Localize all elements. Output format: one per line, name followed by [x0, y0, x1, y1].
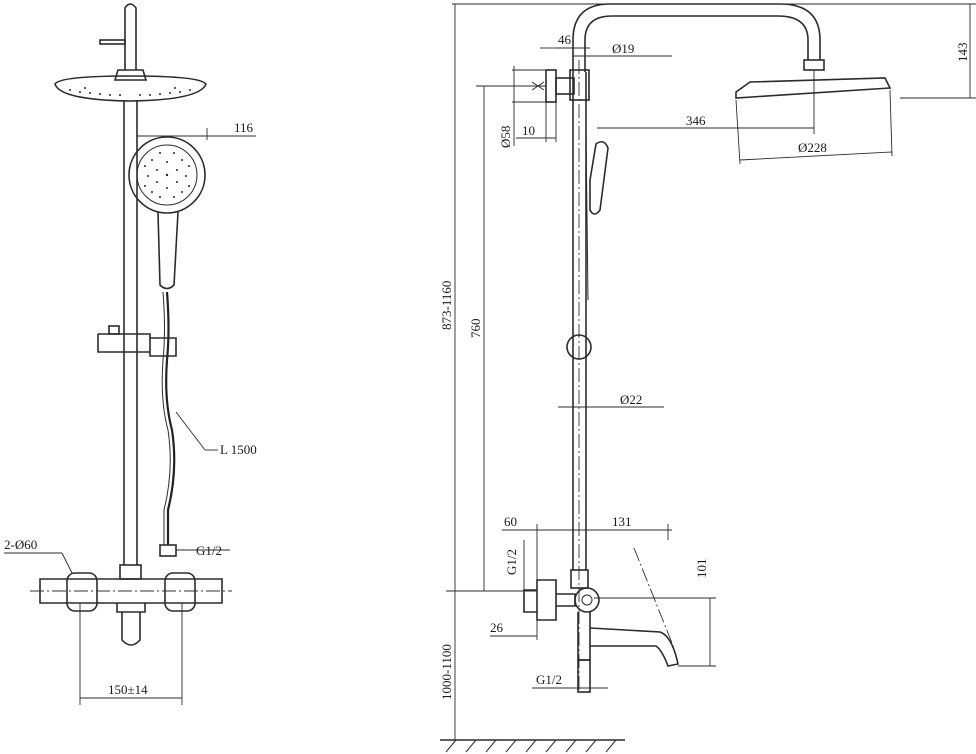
dim-rail-length: 760 [468, 319, 483, 339]
handheld-side [589, 140, 609, 215]
dim-height-range: 873-1160 [439, 281, 454, 330]
riser-top-coupling [569, 69, 590, 101]
dim-spout-reach: 131 [612, 514, 632, 529]
diverter-knob [99, 39, 126, 45]
dim-spout-drop: 101 [694, 559, 709, 579]
shower-hose [165, 291, 176, 545]
dim-eccentric-depth: 26 [490, 620, 504, 635]
riser-coupling [119, 564, 142, 580]
dim-arm-reach: 346 [686, 113, 706, 128]
mixer-valve-core [581, 594, 593, 606]
dim-inlet-spacing: 150±14 [108, 682, 148, 697]
floor-hatch [445, 739, 617, 753]
dim-mixer-wall-offset: 60 [504, 514, 517, 529]
top-arm [124, 3, 137, 70]
dim-bracket-depth: 10 [522, 123, 535, 138]
slider-knob [108, 325, 120, 335]
wall-bracket-body [555, 77, 575, 95]
rain-head-nozzles [69, 87, 191, 96]
rain-shower-head [54, 75, 207, 102]
wall-screw [530, 81, 546, 91]
hose-connector [159, 544, 177, 557]
dim-spout-thread: G1/2 [536, 672, 562, 687]
handheld-head [128, 136, 206, 214]
front-view: 116 L 1500 G1/2 2-Ø60 150±14 [4, 3, 257, 705]
dim-handheld-offset: 116 [234, 120, 254, 135]
slider-side [566, 334, 592, 360]
dim-bracket-diameter: Ø58 [498, 126, 513, 148]
inlet-eccentric [523, 579, 576, 621]
bath-spout-front [116, 603, 146, 646]
handheld-handle-side [585, 129, 589, 301]
spout-outlet [577, 659, 591, 693]
dim-head-diameter: Ø228 [798, 140, 827, 155]
left-handle [66, 572, 98, 612]
overhead-arm [572, 3, 821, 72]
dim-hose-length: L 1500 [220, 442, 257, 457]
head-connector [803, 59, 825, 71]
dim-bracket-offset: 46 [558, 32, 572, 47]
dim-inlet-thread: G1/2 [504, 549, 519, 575]
dim-handle-diameter: 2-Ø60 [4, 537, 37, 552]
wall-bracket-plate [545, 69, 557, 103]
rain-head-side [735, 77, 892, 99]
dim-arm-drop: 143 [955, 43, 970, 63]
shower-arm-joint [113, 69, 148, 81]
right-handle [164, 572, 196, 612]
handheld-handle [157, 211, 179, 290]
shower-hose-inner [161, 291, 171, 545]
dim-hose-thread: G1/2 [196, 543, 222, 558]
thermostatic-mixer [39, 578, 223, 604]
handheld-face [136, 144, 198, 206]
side-view: 46 Ø19 143 Ø58 10 346 Ø228 760 873-1 [439, 3, 976, 753]
dim-arm-tube-diameter: Ø19 [612, 41, 634, 56]
mixer-body-side [570, 569, 589, 589]
dim-riser-diameter: Ø22 [620, 392, 642, 407]
handheld-nozzles [144, 152, 190, 198]
dim-mount-height: 1000-1100 [439, 644, 454, 700]
